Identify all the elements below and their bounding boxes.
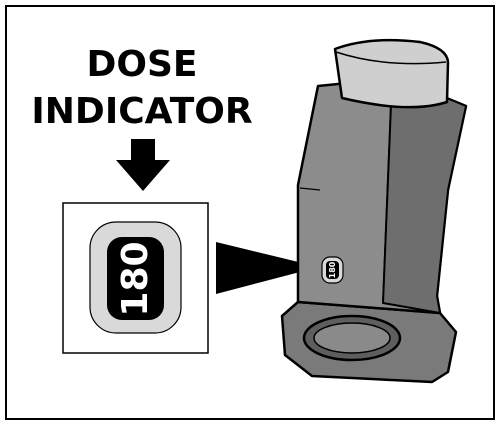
device-counter-reading: 180 [328, 261, 337, 278]
heading-line-dose: DOSE [86, 44, 197, 85]
heading-line-indicator: INDICATOR [31, 91, 252, 132]
inhaler-icon [280, 38, 468, 384]
counter-reading: 180 [115, 241, 156, 316]
down-arrow-icon [116, 139, 170, 191]
pointer-triangle-icon [216, 242, 319, 294]
counter-digit-panel [107, 237, 164, 320]
zoomed-counter-box: 180 [62, 202, 209, 354]
inhaler-canister [333, 38, 450, 109]
